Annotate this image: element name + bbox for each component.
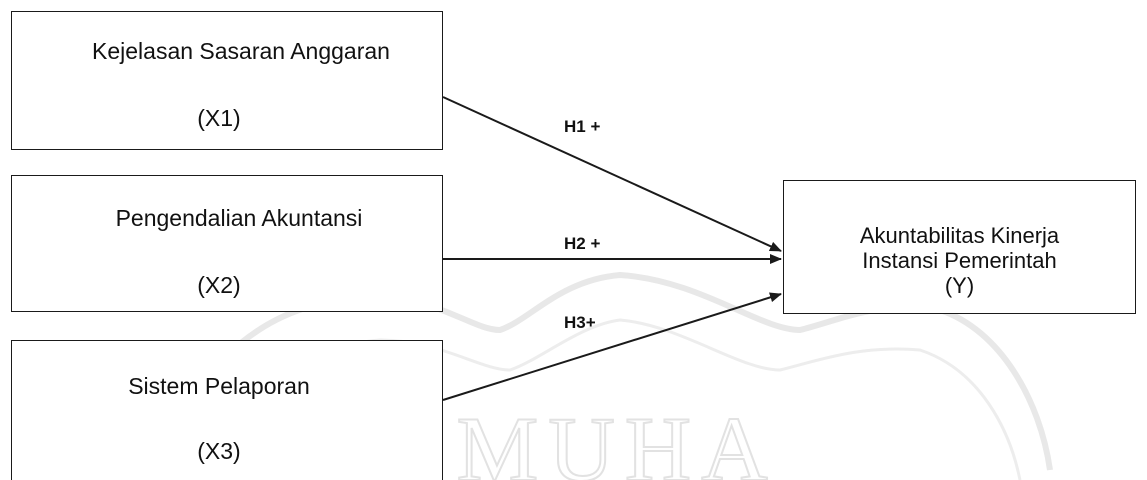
box-y: Akuntabilitas Kinerja Instansi Pemerinta… bbox=[783, 180, 1136, 314]
box-x2-code: (X2) bbox=[197, 272, 241, 298]
box-x3-title: Sistem Pelaporan bbox=[128, 373, 310, 399]
arrow-h3 bbox=[442, 292, 782, 401]
box-x3-code: (X3) bbox=[197, 438, 241, 464]
box-x1: Kejelasan Sasaran Anggaran (X1) bbox=[11, 11, 443, 150]
box-y-line2: Instansi Pemerintah bbox=[862, 248, 1057, 273]
box-y-label: Akuntabilitas Kinerja Instansi Pemerinta… bbox=[784, 223, 1135, 298]
box-y-line1: Akuntabilitas Kinerja bbox=[859, 223, 1060, 248]
hypothesis-h2-label: H2 + bbox=[564, 234, 601, 253]
box-x3: Sistem Pelaporan (X3) bbox=[11, 340, 443, 480]
box-y-code: (Y) bbox=[944, 273, 975, 298]
arrow-h1 bbox=[442, 96, 782, 252]
box-x2-title: Pengendalian Akuntansi bbox=[115, 205, 363, 231]
hypothesis-h3-label: H3+ bbox=[564, 313, 596, 332]
box-x1-code: (X1) bbox=[197, 105, 241, 131]
hypothesis-h1-label: H1 + bbox=[564, 117, 601, 136]
box-x1-title: Kejelasan Sasaran Anggaran bbox=[92, 38, 390, 64]
box-x2: Pengendalian Akuntansi (X2) bbox=[11, 175, 443, 312]
